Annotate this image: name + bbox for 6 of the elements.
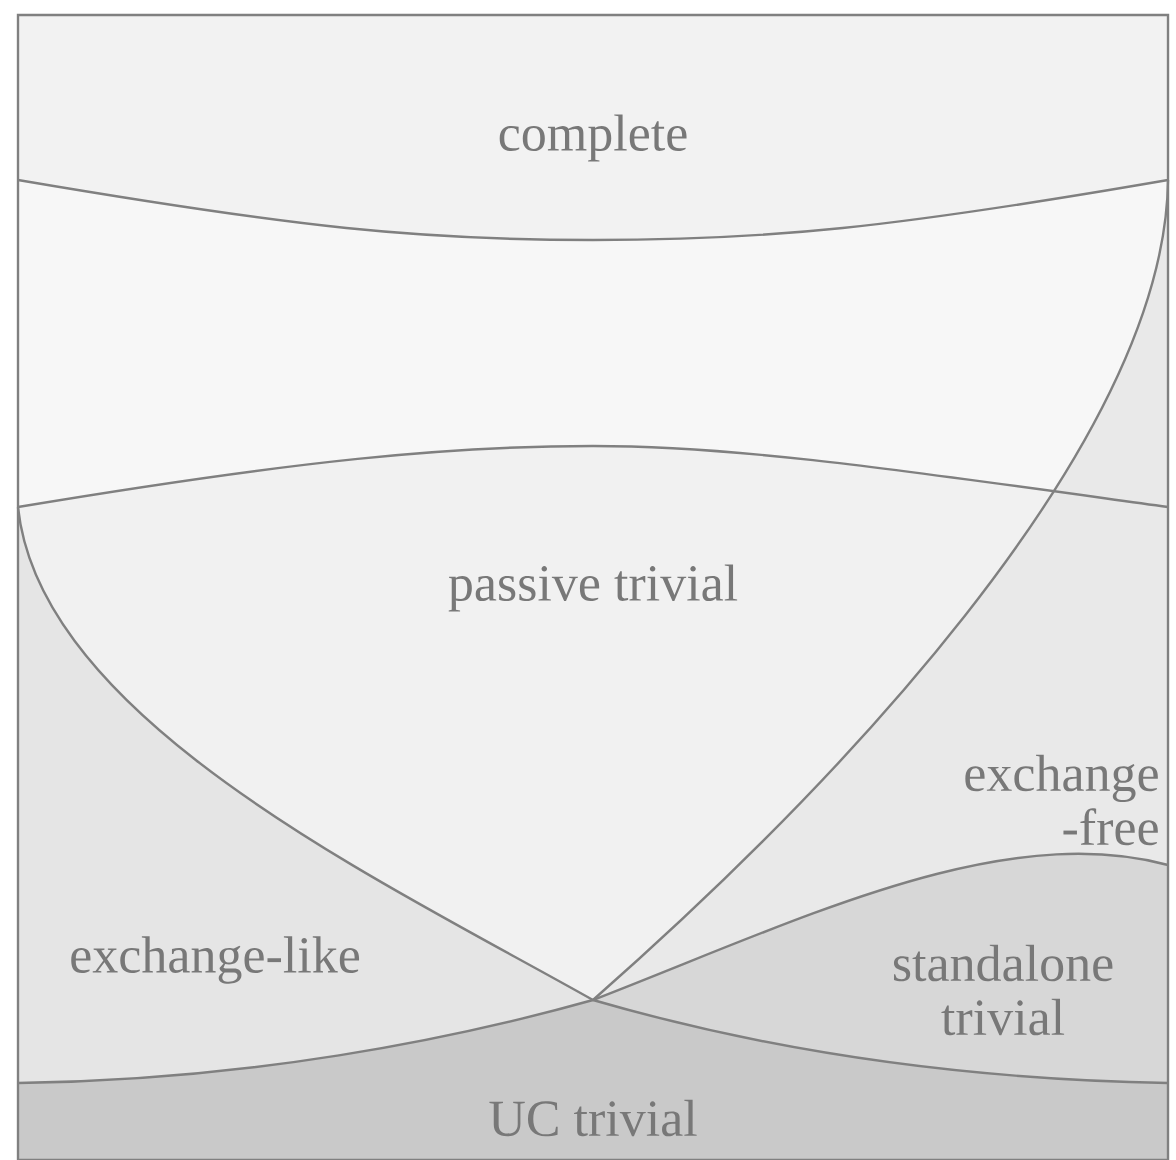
region-label: passive trivial xyxy=(448,564,738,612)
region-label: exchange -free xyxy=(965,754,1158,846)
region-label: complete xyxy=(499,114,687,162)
region-label: exchange-like xyxy=(71,936,360,984)
region-label: UC trivial xyxy=(489,1099,697,1137)
region-label: standalone trivial xyxy=(893,944,1113,1036)
